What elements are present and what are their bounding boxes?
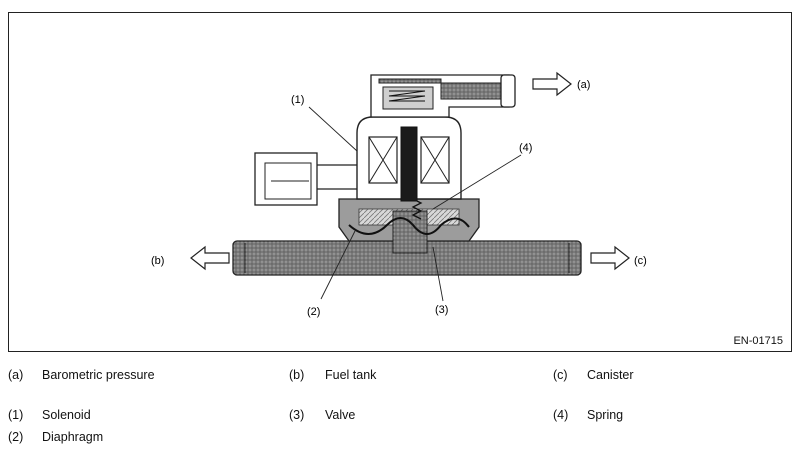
valve-cross-section-diagram: (a) (b) (c) (1) (2) (3) (4) bbox=[151, 71, 647, 318]
leader-lines bbox=[308, 106, 522, 302]
legend-label: Canister bbox=[587, 368, 634, 382]
legend-label: Fuel tank bbox=[325, 368, 377, 382]
diagram-frame: (a) (b) (c) (1) (2) (3) (4) EN-01715 bbox=[8, 12, 792, 352]
callout-3: (3) bbox=[435, 304, 448, 316]
callout-4: (4) bbox=[519, 142, 532, 154]
electrical-connector bbox=[254, 152, 357, 206]
callout-b: (b) bbox=[151, 255, 164, 267]
legend-label: Barometric pressure bbox=[42, 368, 155, 382]
callout-c: (c) bbox=[634, 255, 647, 267]
diaphragm bbox=[348, 217, 470, 235]
arrow-b-icon bbox=[190, 245, 230, 271]
arrow-a-icon bbox=[532, 71, 572, 97]
callout-1: (1) bbox=[291, 94, 304, 106]
legend-label: Diaphragm bbox=[42, 430, 104, 444]
legend-label: Solenoid bbox=[42, 408, 91, 422]
solenoid-housing bbox=[356, 116, 462, 202]
callout-a: (a) bbox=[577, 79, 590, 91]
figure-code: EN-01715 bbox=[733, 335, 783, 347]
arrow-c-icon bbox=[590, 245, 630, 271]
top-port bbox=[370, 74, 516, 118]
legend-label: Spring bbox=[587, 408, 624, 422]
legend-label: Valve bbox=[325, 408, 356, 422]
callout-2: (2) bbox=[307, 306, 320, 318]
